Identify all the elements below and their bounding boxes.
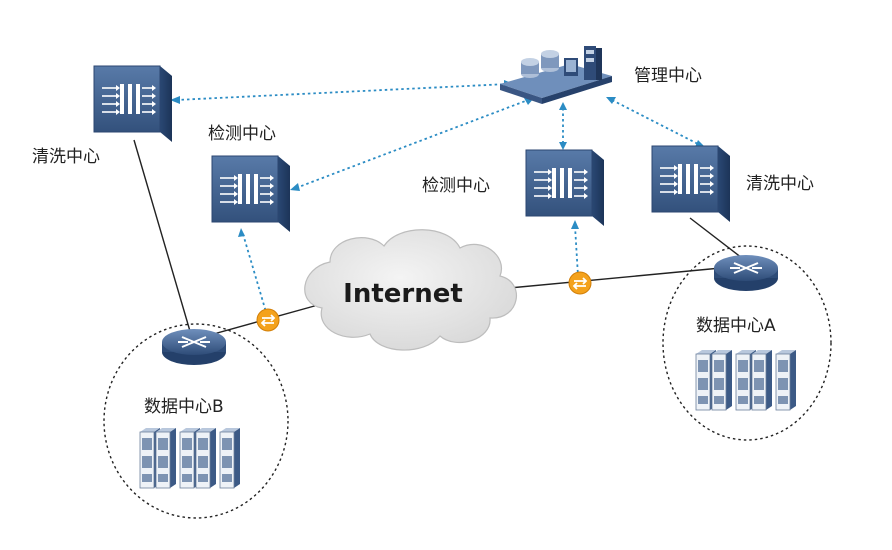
scrub-center-right-label: 清洗中心 <box>746 174 814 194</box>
cloud-icon <box>304 229 517 351</box>
datacenter-b-label: 数据中心B <box>144 397 224 417</box>
security-appliance-icon <box>211 155 291 233</box>
server-rack-icon <box>139 427 241 489</box>
link-detect-left-to-converter <box>242 233 267 313</box>
router-icon <box>713 254 779 292</box>
detect-center-left-label: 检测中心 <box>208 124 276 144</box>
security-appliance-icon <box>93 65 173 143</box>
security-appliance-icon <box>651 145 731 223</box>
link-mgmt-to-scrub-right <box>611 99 701 146</box>
link-scrub-right-to-dca <box>689 217 743 259</box>
datacenter-b-zone <box>103 323 289 519</box>
link-mgmt-to-scrub-left <box>175 83 509 101</box>
management-platform-icon <box>500 46 612 104</box>
security-appliance-icon <box>525 149 605 227</box>
management-label: 管理中心 <box>634 66 702 86</box>
datacenter-a-zone <box>662 245 832 441</box>
router-icon <box>161 328 227 366</box>
dotted-links <box>175 83 701 313</box>
link-mgmt-to-detect-left <box>295 99 529 189</box>
link-scrub-left-to-dcb <box>133 139 193 339</box>
link-cloud-to-dca <box>487 265 743 291</box>
server-rack-icon <box>695 349 797 411</box>
scrub-center-left-label: 清洗中心 <box>32 147 100 167</box>
link-detect-right-to-converter <box>574 225 579 277</box>
splitter-icon <box>568 271 592 295</box>
splitter-icon <box>256 308 280 332</box>
internet-label: Internet <box>343 279 463 309</box>
datacenter-a-label: 数据中心A <box>696 316 776 336</box>
detect-center-right-label: 检测中心 <box>422 176 490 196</box>
